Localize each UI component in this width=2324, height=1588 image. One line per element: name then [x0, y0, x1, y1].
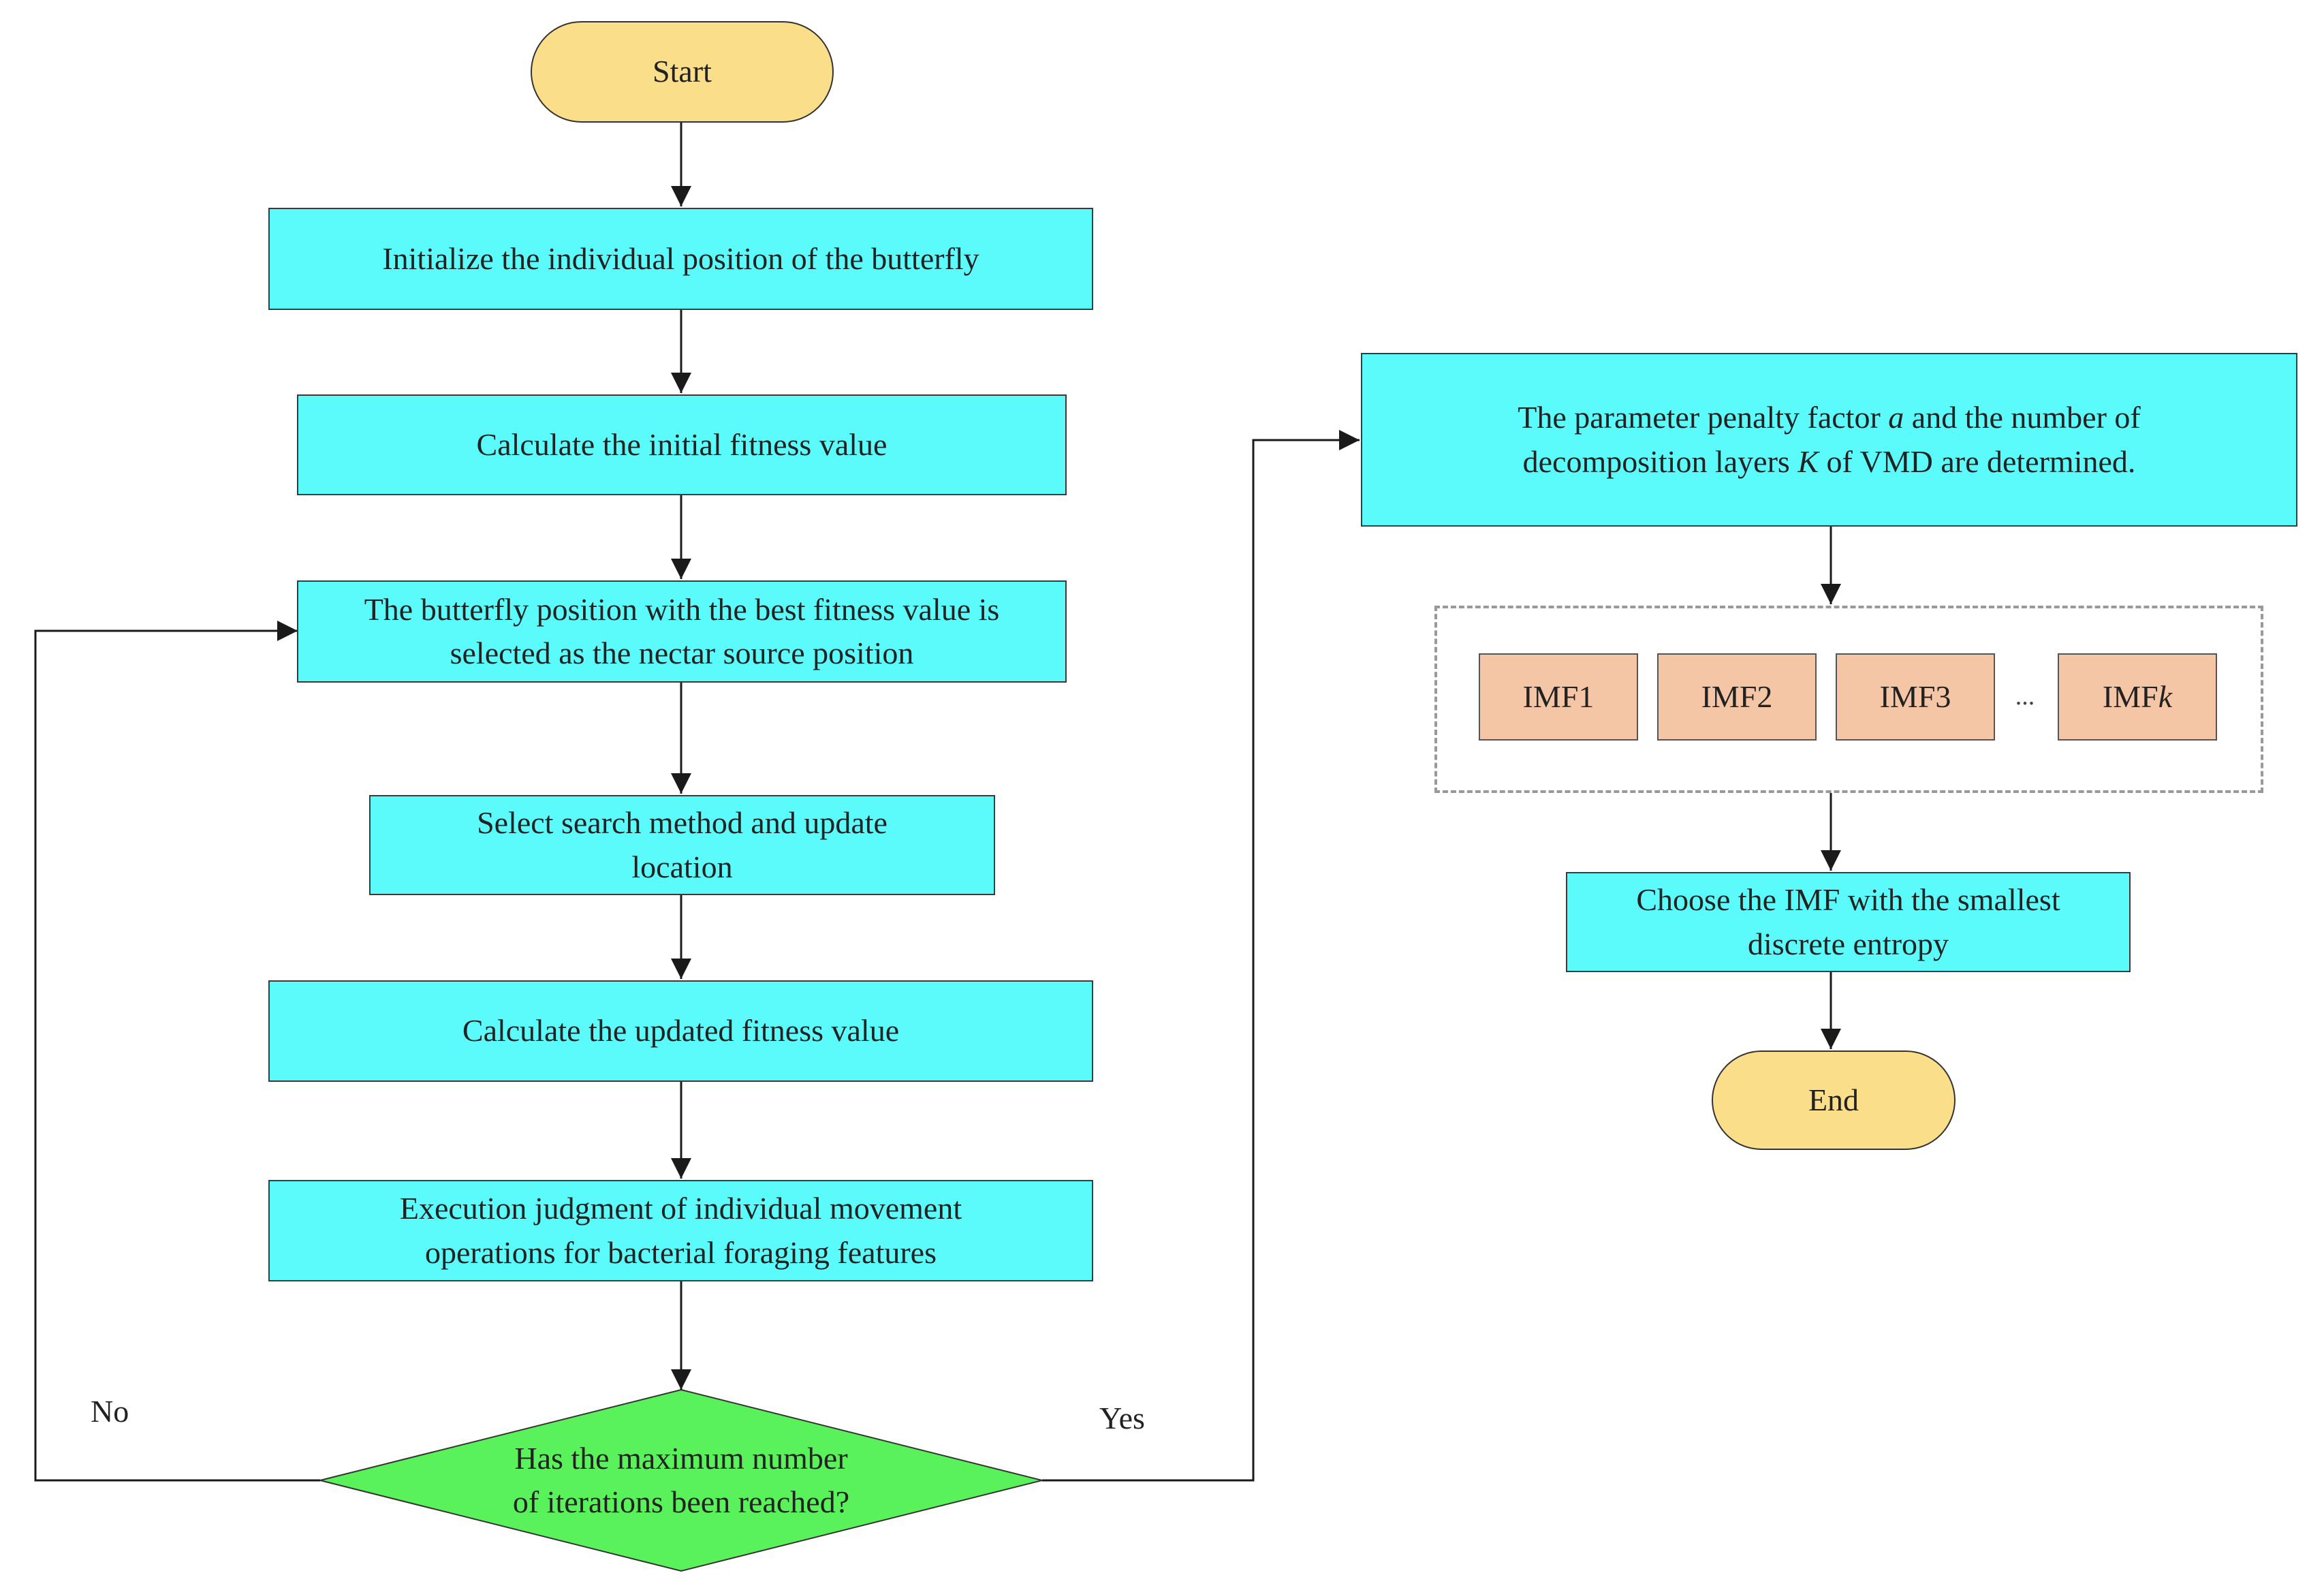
penalty-factor-symbol: a [1888, 400, 1904, 435]
start-label: Start [653, 54, 712, 89]
search-update-line2: location [631, 849, 733, 884]
search-update-line1: Select search method and update [477, 805, 888, 841]
initial-fitness-box: Calculate the initial fitness value [297, 394, 1067, 495]
arrow-no-loop [34, 621, 320, 1482]
choose-imf-box: Choose the IMF with the smallest discret… [1566, 872, 2131, 972]
best-position-line2: selected as the nectar source position [450, 636, 914, 670]
imf2-label: IMF2 [1701, 679, 1773, 714]
imf3-label: IMF3 [1879, 679, 1951, 714]
imf1-label: IMF1 [1522, 679, 1595, 714]
imf3-box: IMF3 [1836, 653, 1995, 741]
choose-imf-line2: discrete entropy [1747, 926, 1949, 961]
imfk-label: IMFk [2102, 679, 2173, 714]
best-position-box: The butterfly position with the best fit… [297, 580, 1067, 683]
arrow-yes-path [1042, 430, 1360, 1482]
decision-diamond [319, 1388, 1043, 1572]
layers-symbol: K [1797, 443, 1819, 479]
execution-judgment-box: Execution judgment of individual movemen… [268, 1180, 1093, 1281]
choose-imf-line1: Choose the IMF with the smallest [1636, 882, 2060, 918]
vmd-parameters-line1: The parameter penalty factor a and the n… [1518, 400, 2141, 435]
vmd-parameters-box: The parameter penalty factor a and the n… [1361, 353, 2297, 527]
best-position-line1: The butterfly position with the best fit… [364, 591, 1000, 627]
decision-text: Has the maximum number of iterations bee… [422, 1424, 940, 1537]
imf1-box: IMF1 [1479, 653, 1638, 741]
imf-group-dashed-box [1434, 606, 2263, 793]
start-terminal: Start [531, 21, 834, 123]
decision-line2: of iterations been reached? [512, 1484, 850, 1519]
imf2-box: IMF2 [1657, 653, 1817, 741]
imfk-symbol: k [2158, 679, 2173, 714]
imf-ellipsis: ... [2015, 682, 2035, 711]
updated-fitness-box: Calculate the updated fitness value [268, 980, 1093, 1082]
end-terminal: End [1712, 1050, 1956, 1150]
search-update-box: Select search method and update location [369, 795, 995, 895]
end-label: End [1808, 1082, 1859, 1117]
initialize-position-label: Initialize the individual position of th… [382, 240, 979, 276]
vmd-parameters-line2: decomposition layers K of VMD are determ… [1522, 443, 2136, 479]
decision-line1: Has the maximum number [514, 1440, 848, 1476]
yes-branch-label: Yes [1099, 1401, 1145, 1435]
execution-judgment-line2: operations for bacterial foraging featur… [425, 1234, 937, 1270]
updated-fitness-label: Calculate the updated fitness value [462, 1013, 900, 1048]
execution-judgment-line1: Execution judgment of individual movemen… [399, 1191, 962, 1226]
no-branch-label: No [91, 1394, 129, 1429]
imfk-box: IMFk [2058, 653, 2217, 741]
initial-fitness-label: Calculate the initial fitness value [476, 426, 888, 462]
initialize-position-box: Initialize the individual position of th… [268, 208, 1093, 310]
